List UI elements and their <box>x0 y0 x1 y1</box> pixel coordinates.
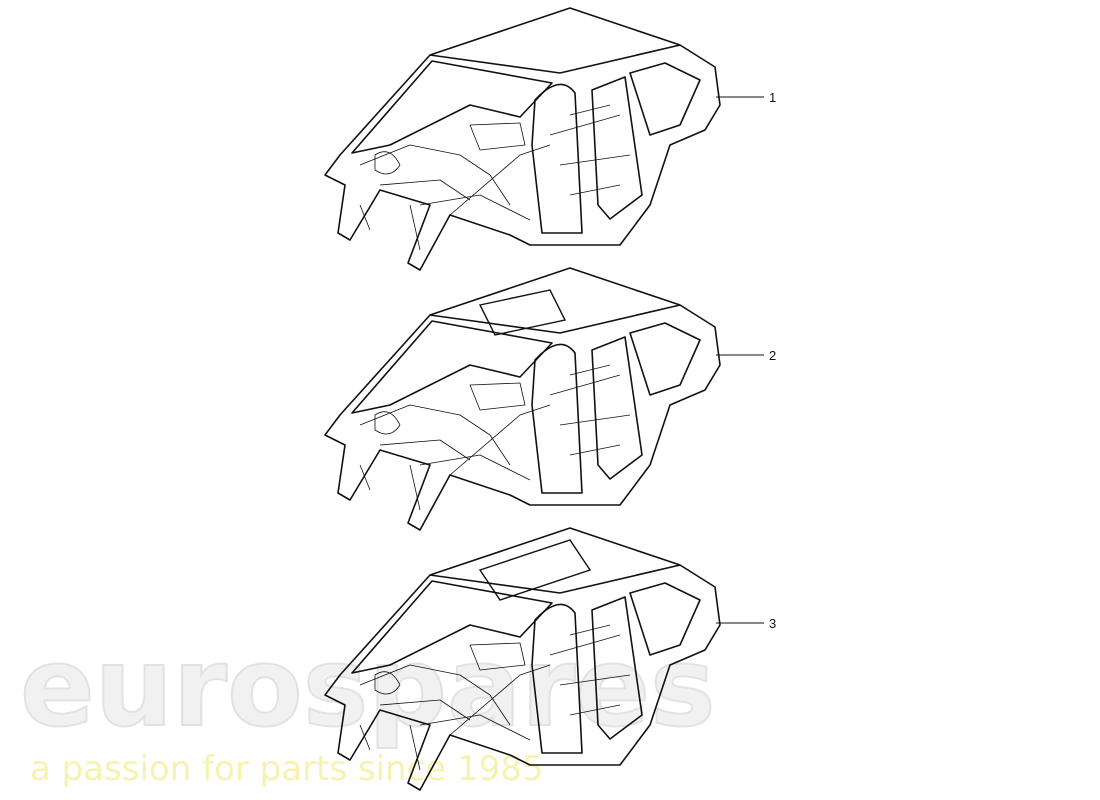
callout-2: 2 <box>716 348 776 363</box>
callout-number: 1 <box>769 90 776 105</box>
watermark: eurospares a passion for parts since 198… <box>19 622 717 789</box>
callout-3: 3 <box>716 616 776 631</box>
watermark-tagline: a passion for parts since 1985 <box>30 749 544 789</box>
part-3-illustration <box>324 527 721 791</box>
callout-1: 1 <box>716 90 776 105</box>
callout-number: 2 <box>769 348 776 363</box>
part-1-illustration <box>324 7 721 271</box>
callout-number: 3 <box>769 616 776 631</box>
part-2-illustration <box>324 267 721 531</box>
